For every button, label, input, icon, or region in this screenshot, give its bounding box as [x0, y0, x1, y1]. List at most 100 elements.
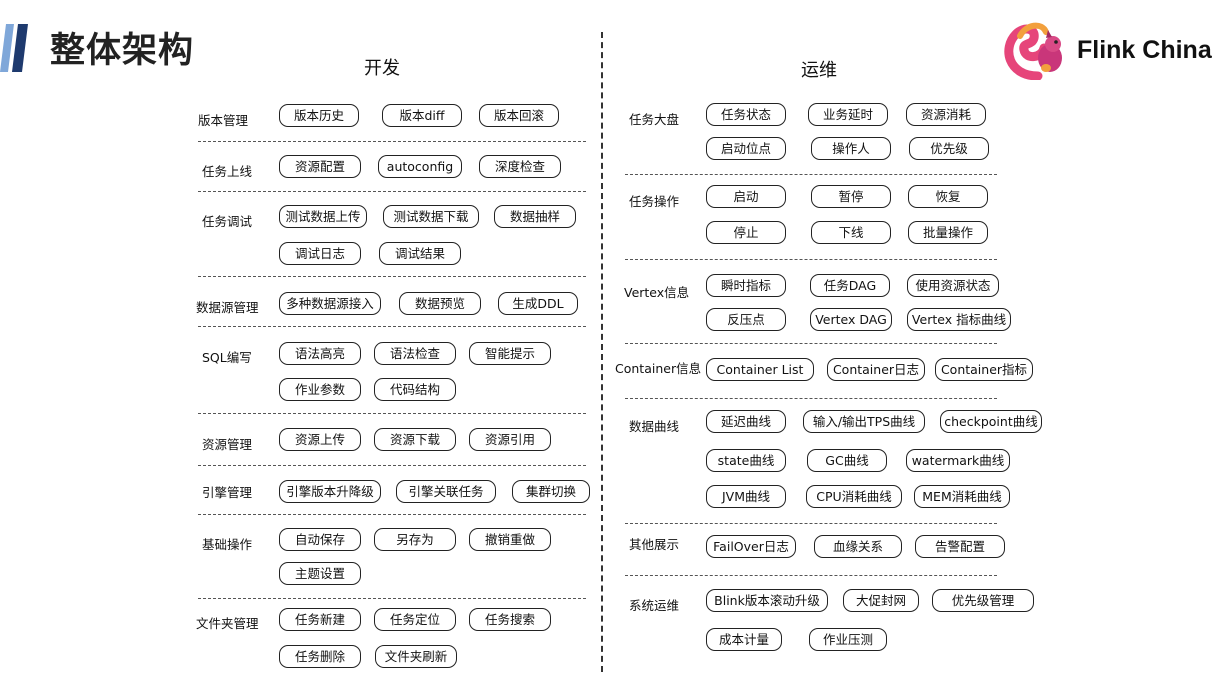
column-divider [601, 32, 603, 672]
pill-resource-config[interactable]: 资源配置 [279, 155, 361, 178]
section-separator [625, 523, 997, 524]
pill-cpu-curve[interactable]: CPU消耗曲线 [806, 485, 902, 508]
pill-failover-log[interactable]: FailOver日志 [706, 535, 796, 558]
pill-task-status[interactable]: 任务状态 [706, 103, 786, 126]
pill-offline[interactable]: 下线 [811, 221, 891, 244]
pill-priority[interactable]: 优先级 [909, 137, 989, 160]
pill-test-data-download[interactable]: 测试数据下载 [383, 205, 479, 228]
pill-vertex-dag[interactable]: Vertex DAG [810, 308, 892, 331]
pill-auto-save[interactable]: 自动保存 [279, 528, 361, 551]
pill-cluster-switch[interactable]: 集群切换 [512, 480, 590, 503]
pill-version-rollback[interactable]: 版本回滚 [479, 104, 559, 127]
section-label-version-mgmt: 版本管理 [198, 113, 249, 128]
section-separator [198, 514, 586, 515]
pill-start[interactable]: 启动 [706, 185, 786, 208]
pill-alert-config[interactable]: 告警配置 [915, 535, 1005, 558]
pill-data-sampling[interactable]: 数据抽样 [494, 205, 576, 228]
pill-operator[interactable]: 操作人 [811, 137, 891, 160]
section-separator [625, 398, 997, 399]
pill-version-history[interactable]: 版本历史 [279, 104, 359, 127]
pill-folder-refresh[interactable]: 文件夹刷新 [375, 645, 457, 668]
pill-resource-usage-status[interactable]: 使用资源状态 [907, 274, 999, 297]
pill-checkpoint-curve[interactable]: checkpoint曲线 [940, 410, 1042, 433]
pill-resource-reference[interactable]: 资源引用 [469, 428, 551, 451]
pill-jvm-curve[interactable]: JVM曲线 [706, 485, 786, 508]
pill-theme-settings[interactable]: 主题设置 [279, 562, 361, 585]
pill-job-stress-test[interactable]: 作业压测 [809, 628, 887, 651]
section-label-task-ops: 任务操作 [629, 194, 680, 209]
brand-name: Flink China [1077, 36, 1212, 64]
pill-stop[interactable]: 停止 [706, 221, 786, 244]
page-title: 整体架构 [50, 31, 195, 71]
pill-data-preview[interactable]: 数据预览 [399, 292, 481, 315]
accent-bar-light [0, 24, 14, 72]
pill-deep-check[interactable]: 深度检查 [479, 155, 561, 178]
pill-io-tps-curve[interactable]: 输入/输出TPS曲线 [803, 410, 925, 433]
pill-state-curve[interactable]: state曲线 [706, 449, 786, 472]
ops-column-title: 运维 [801, 60, 837, 81]
pill-backpressure-point[interactable]: 反压点 [706, 308, 786, 331]
pill-batch-ops[interactable]: 批量操作 [908, 221, 988, 244]
pill-resume[interactable]: 恢复 [908, 185, 988, 208]
pill-syntax-highlight[interactable]: 语法高亮 [279, 342, 361, 365]
section-label-container-info: Container信息 [615, 361, 702, 376]
section-label-engine-mgmt: 引擎管理 [202, 485, 253, 500]
pill-container-metrics[interactable]: Container指标 [935, 358, 1033, 381]
pill-cost-metering[interactable]: 成本计量 [706, 628, 782, 651]
section-label-datasource-mgmt: 数据源管理 [196, 300, 259, 315]
section-separator [198, 413, 586, 414]
squirrel-logo-icon [1004, 22, 1062, 80]
pill-syntax-check[interactable]: 语法检查 [374, 342, 456, 365]
pill-watermark-curve[interactable]: watermark曲线 [906, 449, 1010, 472]
pill-task-delete[interactable]: 任务删除 [279, 645, 361, 668]
pill-autoconfig[interactable]: autoconfig [378, 155, 462, 178]
section-label-task-debug: 任务调试 [202, 214, 253, 229]
pill-smart-hint[interactable]: 智能提示 [469, 342, 551, 365]
pill-instant-metrics[interactable]: 瞬时指标 [706, 274, 786, 297]
pill-version-diff[interactable]: 版本diff [382, 104, 462, 127]
section-separator [625, 343, 997, 344]
pill-task-locate[interactable]: 任务定位 [374, 608, 456, 631]
pill-blink-rolling-upgrade[interactable]: Blink版本滚动升级 [706, 589, 828, 612]
pill-save-as[interactable]: 另存为 [374, 528, 456, 551]
pill-resource-consumption[interactable]: 资源消耗 [906, 103, 986, 126]
pill-engine-version-change[interactable]: 引擎版本升降级 [279, 480, 381, 503]
pill-container-log[interactable]: Container日志 [827, 358, 925, 381]
pill-task-dag[interactable]: 任务DAG [810, 274, 890, 297]
pill-mem-curve[interactable]: MEM消耗曲线 [914, 485, 1010, 508]
section-label-folder-mgmt: 文件夹管理 [196, 616, 259, 631]
pill-task-create[interactable]: 任务新建 [279, 608, 361, 631]
pill-latency-curve[interactable]: 延迟曲线 [706, 410, 786, 433]
pill-resource-upload[interactable]: 资源上传 [279, 428, 361, 451]
pill-resource-download[interactable]: 资源下载 [374, 428, 456, 451]
pill-vertex-metric-curve[interactable]: Vertex 指标曲线 [907, 308, 1011, 331]
section-label-task-deploy: 任务上线 [202, 164, 253, 179]
pill-code-structure[interactable]: 代码结构 [374, 378, 456, 401]
section-label-system-ops: 系统运维 [629, 598, 680, 613]
pill-engine-related-tasks[interactable]: 引擎关联任务 [396, 480, 496, 503]
section-label-vertex-info: Vertex信息 [624, 285, 690, 300]
section-label-data-curves: 数据曲线 [629, 419, 680, 434]
section-separator [625, 575, 997, 576]
pill-container-list[interactable]: Container List [706, 358, 814, 381]
pill-debug-log[interactable]: 调试日志 [279, 242, 361, 265]
pill-lineage[interactable]: 血缘关系 [814, 535, 902, 558]
pill-priority-mgmt[interactable]: 优先级管理 [932, 589, 1034, 612]
pill-pause[interactable]: 暂停 [811, 185, 891, 208]
pill-promo-network-freeze[interactable]: 大促封网 [843, 589, 919, 612]
section-label-resource-mgmt: 资源管理 [202, 437, 253, 452]
pill-test-data-upload[interactable]: 测试数据上传 [279, 205, 367, 228]
section-separator [198, 326, 586, 327]
pill-business-delay[interactable]: 业务延时 [808, 103, 888, 126]
accent-bar-dark [12, 24, 28, 72]
pill-task-search[interactable]: 任务搜索 [469, 608, 551, 631]
section-separator [198, 191, 586, 192]
section-separator [198, 465, 586, 466]
pill-generate-ddl[interactable]: 生成DDL [498, 292, 578, 315]
pill-job-params[interactable]: 作业参数 [279, 378, 361, 401]
pill-multi-datasource[interactable]: 多种数据源接入 [279, 292, 381, 315]
pill-debug-result[interactable]: 调试结果 [379, 242, 461, 265]
pill-undo-redo[interactable]: 撤销重做 [469, 528, 551, 551]
pill-gc-curve[interactable]: GC曲线 [807, 449, 887, 472]
pill-start-offset[interactable]: 启动位点 [706, 137, 786, 160]
